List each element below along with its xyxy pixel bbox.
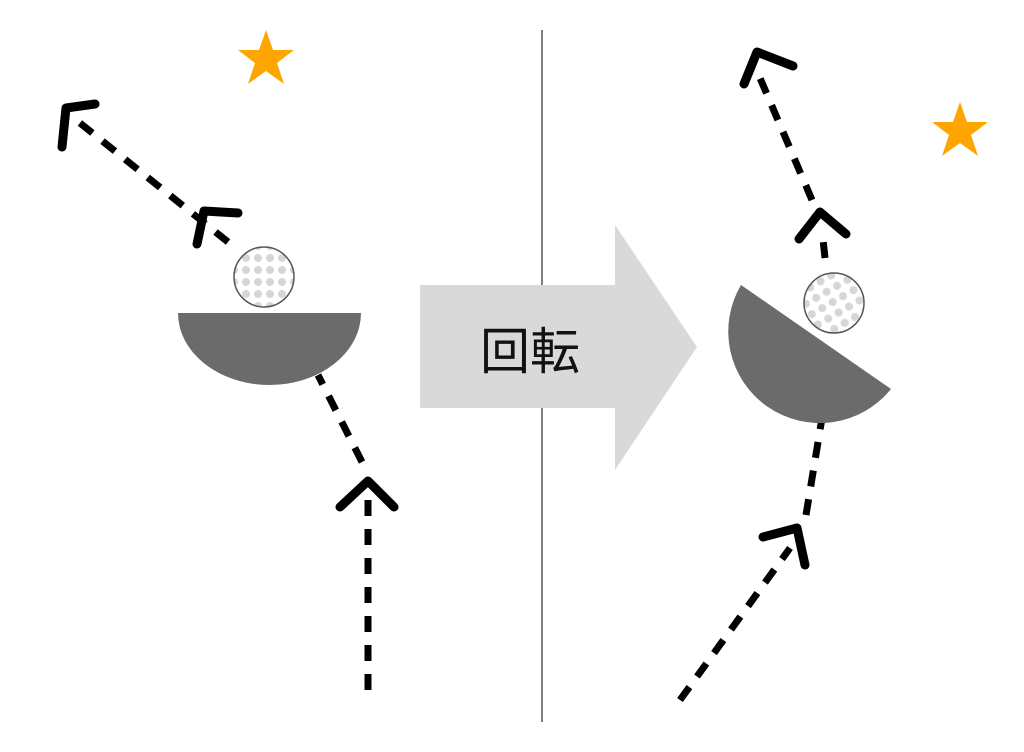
star-icon [238, 30, 294, 84]
bowl-right [728, 285, 891, 424]
outgoing-path-right-lower [818, 229, 829, 259]
incoming-path-left-upper [314, 373, 366, 464]
rotate-label: 回転 [480, 323, 580, 381]
star-icon [932, 102, 988, 156]
outgoing-path-right [756, 76, 816, 202]
ball-left [233, 246, 295, 308]
ball-right [803, 272, 865, 334]
arrowhead-icon [57, 99, 100, 152]
bowl-left [178, 313, 361, 385]
chevron-up-icon [335, 476, 399, 512]
arrowhead-icon [739, 47, 798, 89]
incoming-path-right [677, 545, 793, 703]
chevron-icon [192, 206, 243, 249]
rotate-arrow [420, 225, 697, 470]
chevron-up-icon [794, 207, 851, 244]
incoming-path-right-upper [802, 417, 826, 516]
chevron-icon [758, 523, 810, 570]
